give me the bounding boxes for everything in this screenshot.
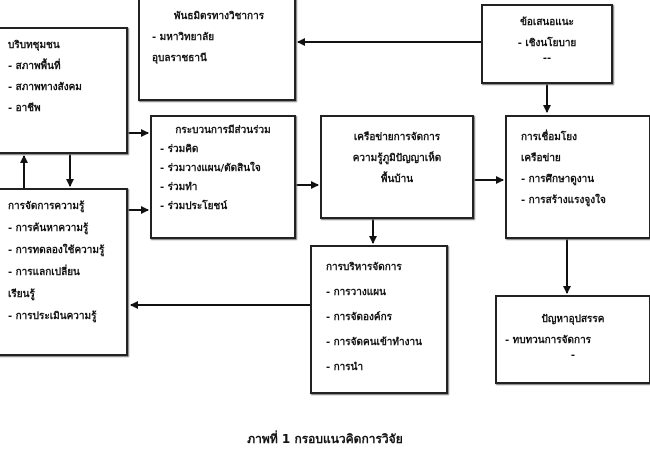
- administration-box: การบริหารจัดการ - การวางแผน - การจัดองค์…: [310, 245, 448, 394]
- box-item: --: [542, 53, 552, 64]
- box-item: - การแลกเปลี่ยน: [8, 267, 80, 278]
- figure-caption: ภาพที่ 1 กรอบแนวคิดการวิจัย: [247, 432, 403, 446]
- box-title-line: เครือข่ายการจัดการ: [353, 132, 441, 143]
- academic-partner-box: พันธมิตรทางวิชาการ - มหาวิทยาลัย อุบลราช…: [138, 0, 296, 101]
- suggestion-box: ข้อเสนอแนะ - เชิงนโยบาย --: [481, 4, 613, 84]
- box-title: การบริหารจัดการ: [326, 262, 402, 273]
- box-title: บริบทชุมชน: [8, 40, 60, 51]
- box-item: - สภาพทางสังคม: [8, 82, 82, 93]
- network-linkage-box: การเชื่อมโยง เครือข่าย - การศึกษาดูงาน -…: [505, 115, 650, 239]
- community-context-box: บริบทชุมชน - สภาพพื้นที่ - สภาพทางสังคม …: [0, 27, 128, 154]
- box-item: - ทบทวนการจัดการ: [505, 335, 592, 346]
- box-item: อุบลราชธานี: [152, 53, 207, 64]
- box-item: - ร่วมประโยชน์: [160, 201, 228, 212]
- box-title: การจัดการความรู้: [8, 201, 85, 212]
- box-title: ข้อเสนอแนะ: [520, 17, 574, 28]
- knowledge-network-box: เครือข่ายการจัดการ ความรู้ภูมิปัญญาเห็ด …: [320, 115, 474, 219]
- box-item: - สภาพพื้นที่: [8, 61, 61, 72]
- box-title: กระบวนการมีส่วนร่วม: [175, 125, 271, 136]
- box-item: - การศึกษาดูงาน: [521, 174, 595, 185]
- box-title: ปัญหาอุปสรรค: [541, 314, 605, 325]
- box-title-line: ความรู้ภูมิปัญญาเห็ด: [352, 153, 442, 164]
- box-item: - การวางแผน: [326, 287, 386, 298]
- box-title-line: เครือข่าย: [521, 153, 561, 164]
- box-item: - การค้นหาความรู้: [8, 223, 89, 234]
- box-item: - การนำ: [326, 362, 364, 373]
- box-title-line: การเชื่อมโยง: [521, 132, 577, 143]
- problems-box: ปัญหาอุปสรรค - ทบทวนการจัดการ -: [495, 295, 650, 384]
- box-item: - การประเมินความรู้: [8, 311, 97, 322]
- box-item: - มหาวิทยาลัย: [152, 32, 215, 43]
- box-item: - อาชีพ: [8, 103, 41, 114]
- box-item: - การจัดคนเข้าทำงาน: [326, 337, 422, 348]
- knowledge-management-box: การจัดการความรู้ - การค้นหาความรู้ - การ…: [0, 188, 128, 356]
- box-item: - ร่วมวางแผน/ตัดสินใจ: [160, 163, 261, 174]
- box-item: เรียนรู้: [8, 289, 35, 300]
- box-title: พันธมิตรทางวิชาการ: [173, 11, 265, 22]
- box-item: - การทดลองใช้ความรู้: [8, 245, 105, 256]
- box-item: - การสร้างแรงจูงใจ: [521, 195, 606, 206]
- participation-process-box: กระบวนการมีส่วนร่วม - ร่วมคิด - ร่วมวางแ…: [150, 115, 296, 239]
- box-item: - ร่วมทำ: [160, 182, 198, 193]
- box-item: - เชิงนโยบาย: [517, 38, 577, 49]
- box-item: - ร่วมคิด: [160, 144, 199, 155]
- box-item: -: [570, 350, 576, 361]
- box-title-line: พื้นบ้าน: [380, 174, 414, 185]
- box-item: - การจัดองค์กร: [326, 312, 393, 323]
